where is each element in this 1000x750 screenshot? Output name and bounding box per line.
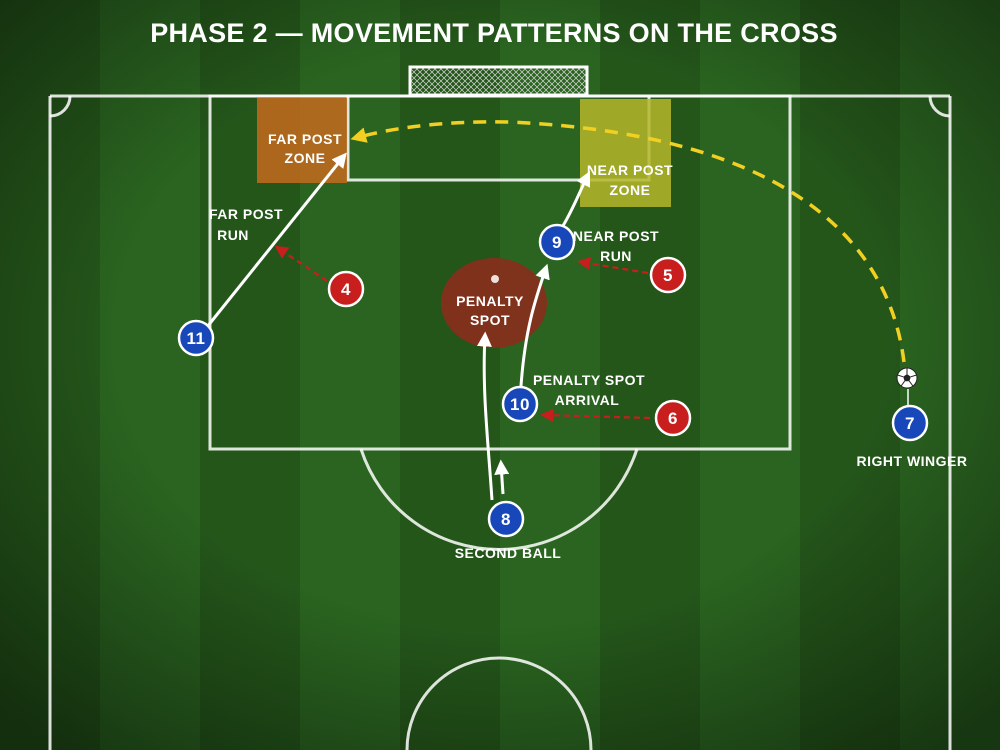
penalty-spot-label-line1: PENALTY <box>456 293 524 309</box>
near-post-run-arrow <box>559 170 591 230</box>
attacker-9-marker: 9 <box>538 223 576 261</box>
attacker-10-number: 10 <box>510 395 530 414</box>
center-circle <box>405 656 593 750</box>
penalty-spot-mark <box>491 275 499 283</box>
attacker-7-marker: 7 <box>891 404 929 442</box>
attacker-9-label-line2: RUN <box>600 248 632 264</box>
soccer-ball-icon <box>896 367 918 389</box>
pitch-markings <box>48 94 952 750</box>
far-post-zone-label-line2: ZONE <box>285 150 326 166</box>
attacker-10-label-line2: ARRIVAL <box>555 392 620 408</box>
attacker-9-label-line1: NEAR POST <box>573 228 659 244</box>
page-title: PHASE 2 — MOVEMENT PATTERNS ON THE CROSS <box>150 18 838 48</box>
penalty-arrival-arrow-lower <box>476 331 494 501</box>
near-post-zone-label-line2: ZONE <box>610 182 651 198</box>
far-post-zone-label-line1: FAR POST <box>268 131 342 147</box>
attacker-8-number: 8 <box>501 510 511 529</box>
attacker-11-label-line1: FAR POST <box>209 206 283 222</box>
penalty-spot-label-line2: SPOT <box>470 312 510 328</box>
defender-4-marker: 4 <box>327 270 365 308</box>
attacker-8-marker: 8 <box>487 500 525 538</box>
attacker-7-label: RIGHT WINGER <box>857 453 968 469</box>
attacker-11-number: 11 <box>187 329 206 348</box>
near-post-zone-label-line1: NEAR POST <box>587 162 673 178</box>
defender-5-tracking-arrow <box>577 256 649 275</box>
attacker-7-number: 7 <box>905 414 915 433</box>
goal-net <box>408 65 589 97</box>
defender-5-marker: 5 <box>649 256 687 294</box>
attacker-10-marker: 10 <box>501 385 539 423</box>
cross-trajectory-arrow <box>350 120 906 363</box>
penalty-spot-zone <box>441 258 547 348</box>
penalty-arc <box>359 448 639 551</box>
penalty-arrival-arrow-upper <box>519 263 550 387</box>
corner-arc-right <box>928 95 951 118</box>
attacker-11-label-line2: RUN <box>217 227 249 243</box>
defender-6-marker: 6 <box>654 399 692 437</box>
attacker-8-label: SECOND BALL <box>455 545 562 561</box>
second-ball-arrow <box>494 459 510 495</box>
near-post-zone <box>580 99 671 207</box>
attacker-10-label-line1: PENALTY SPOT <box>533 372 645 388</box>
far-post-run-arrow <box>205 152 347 328</box>
attacker-11-marker: 11 <box>177 319 215 357</box>
defender-5-number: 5 <box>663 266 673 285</box>
corner-arc-left <box>49 95 72 118</box>
attacker-9-number: 9 <box>552 233 562 252</box>
defender-4-number: 4 <box>341 280 351 299</box>
defender-6-number: 6 <box>668 409 678 428</box>
defender-6-tracking-arrow <box>540 408 651 422</box>
